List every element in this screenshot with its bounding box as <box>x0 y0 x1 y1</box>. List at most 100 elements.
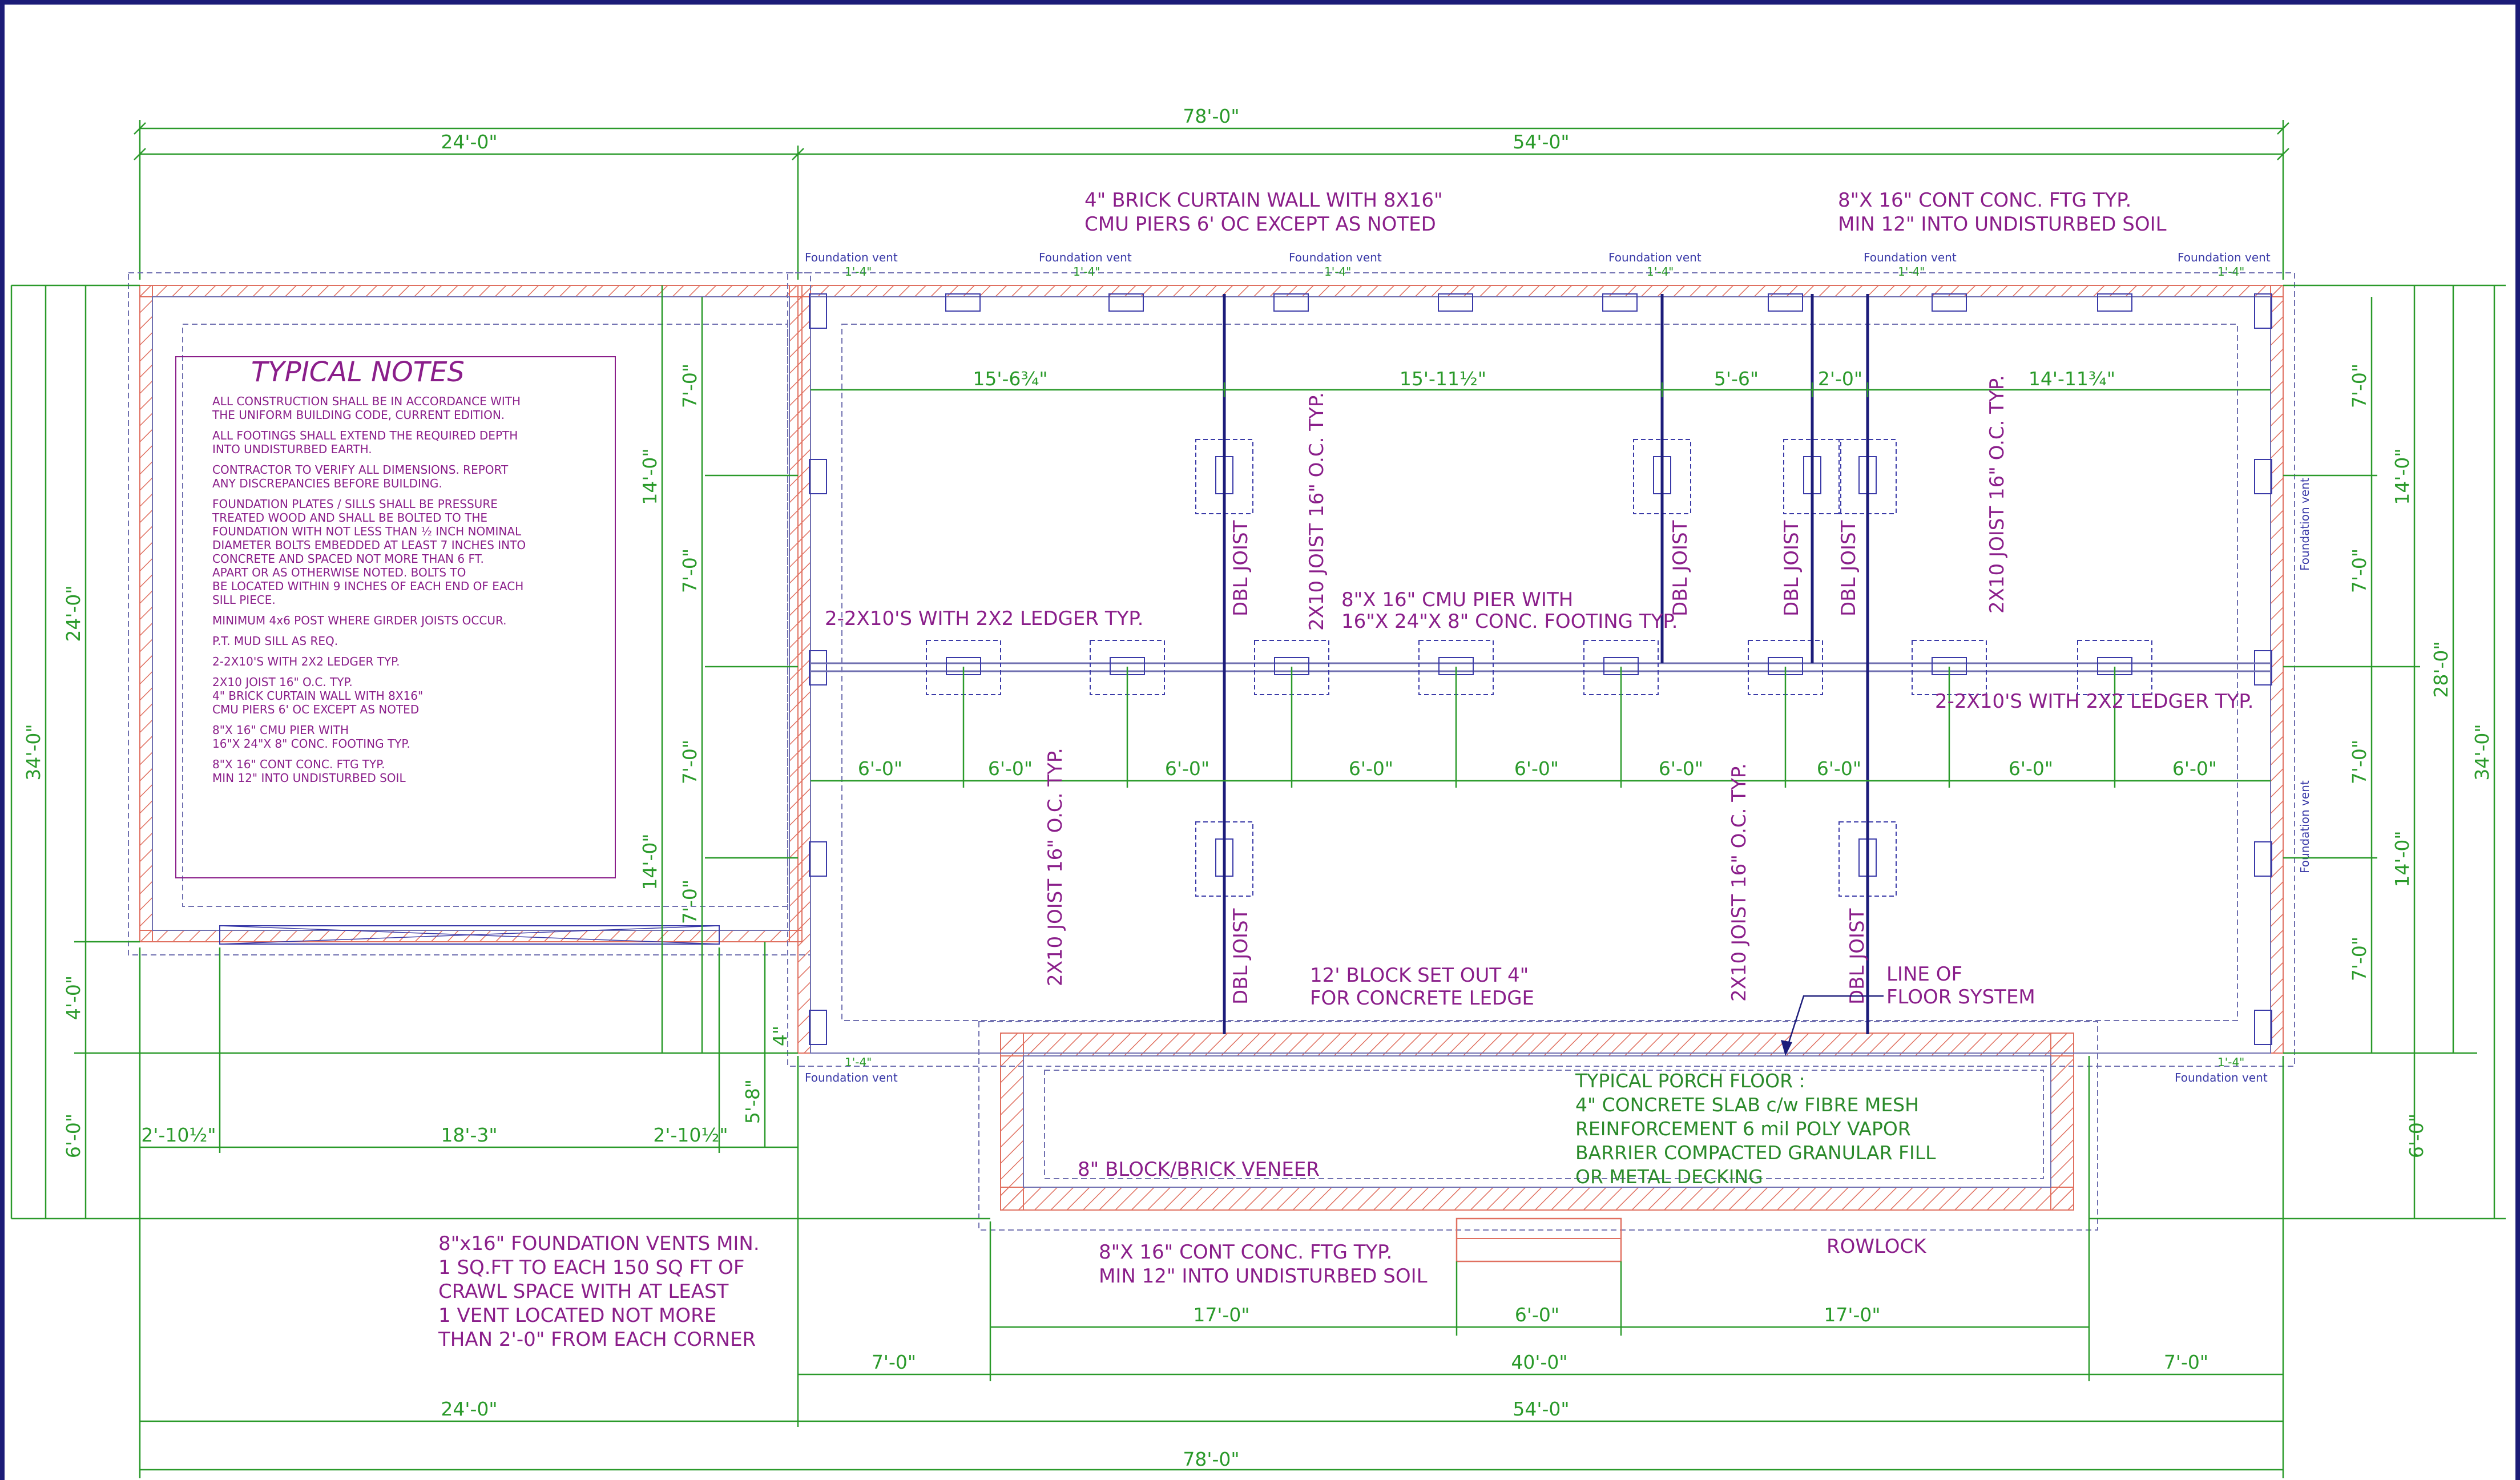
typical-notes-line: P.T. MUD SILL AS REQ. <box>212 634 338 648</box>
svg-text:Foundation vent: Foundation vent <box>1039 251 1132 264</box>
svg-text:2X10 JOIST 16" O.C. TYP.: 2X10 JOIST 16" O.C. TYP. <box>1728 763 1751 1002</box>
svg-text:OR METAL DECKING: OR METAL DECKING <box>1575 1166 1763 1188</box>
ledger-note-left: 2-2X10'S WITH 2X2 LEDGER TYP. <box>825 607 1143 630</box>
girder-piers <box>926 439 2152 897</box>
dim-left-inner-14a: 14'-0" <box>639 448 661 505</box>
dim-left-5-8: 5'-8" <box>741 1079 764 1124</box>
svg-text:Foundation vent: Foundation vent <box>2298 478 2312 571</box>
dim-left-7-2: 7'-0" <box>679 549 701 593</box>
svg-text:1'-4": 1'-4" <box>845 1055 872 1069</box>
dim-left-seg-a: 2'-10½" <box>141 1124 216 1146</box>
right-dimensions <box>2089 284 2506 1220</box>
dim-porch-offset-right: 7'-0" <box>2164 1351 2208 1373</box>
dim-left-seg-b: 18'-3" <box>441 1124 497 1146</box>
typical-notes-line: FOUNDATION PLATES / SILLS SHALL BE PRESS… <box>212 497 498 511</box>
typical-notes-line: INTO UNDISTURBED EARTH. <box>212 442 372 456</box>
footing-top-note-line2: MIN 12" INTO UNDISTURBED SOIL <box>1838 213 2167 236</box>
typical-notes-line: THE UNIFORM BUILDING CODE, CURRENT EDITI… <box>212 408 505 422</box>
svg-text:1'-4": 1'-4" <box>2217 265 2244 279</box>
dim-porch-seg-right: 17'-0" <box>1824 1304 1880 1326</box>
svg-text:DBL JOIST: DBL JOIST <box>1229 520 1252 616</box>
typical-notes-line: FOUNDATION WITH NOT LESS THAN ½ INCH NOM… <box>212 525 522 538</box>
svg-text:Foundation vent: Foundation vent <box>1864 251 1957 264</box>
typical-notes-line: 8"X 16" CMU PIER WITH <box>212 723 349 737</box>
svg-text:2X10 JOIST 16" O.C. TYP.: 2X10 JOIST 16" O.C. TYP. <box>1986 375 2009 614</box>
svg-text:6'-0": 6'-0" <box>1659 757 1703 780</box>
typical-notes-line: 2X10 JOIST 16" O.C. TYP. <box>212 675 353 689</box>
dim-right-28: 28'-0" <box>2430 641 2452 697</box>
typical-notes-line: ALL CONSTRUCTION SHALL BE IN ACCORDANCE … <box>212 394 521 408</box>
svg-text:1'-4": 1'-4" <box>1324 265 1351 279</box>
dbl-joist-labels: DBL JOIST DBL JOIST DBL JOIST DBL JOIST … <box>1229 520 1869 1005</box>
svg-text:DBL JOIST: DBL JOIST <box>1846 908 1869 1005</box>
typical-notes-line: ALL FOOTINGS SHALL EXTEND THE REQUIRED D… <box>212 429 518 442</box>
svg-text:1'-4": 1'-4" <box>2217 1055 2244 1069</box>
block-setout-line2: FOR CONCRETE LEDGE <box>1310 987 1534 1010</box>
typical-notes-line: TREATED WOOD AND SHALL BE BOLTED TO THE <box>212 511 487 525</box>
cmu-pier-note-line1: 8"X 16" CMU PIER WITH <box>1341 588 1573 611</box>
ledger-note-right: 2-2X10'S WITH 2X2 LEDGER TYP. <box>1935 690 2253 713</box>
joist-span-4: 2'-0" <box>1818 368 1862 390</box>
joist-span-1: 15'-6¾" <box>973 368 1047 390</box>
dim-top-left: 24'-0" <box>441 131 497 153</box>
svg-text:Foundation vent: Foundation vent <box>1289 251 1382 264</box>
typical-notes-line: MIN 12" INTO UNDISTURBED SOIL <box>212 771 406 785</box>
brick-wall-note-line1: 4" BRICK CURTAIN WALL WITH 8X16" <box>1084 189 1443 212</box>
svg-text:6'-0": 6'-0" <box>1514 757 1559 780</box>
svg-text:DBL JOIST: DBL JOIST <box>1780 520 1803 616</box>
svg-text:TYPICAL PORCH FLOOR :: TYPICAL PORCH FLOOR : <box>1575 1070 1805 1092</box>
typical-notes-line: 4" BRICK CURTAIN WALL WITH 8X16" <box>212 689 423 703</box>
svg-text:1'-4": 1'-4" <box>845 265 872 279</box>
joist-span-3: 5'-6" <box>1714 368 1759 390</box>
svg-text:6'-0": 6'-0" <box>1165 757 1209 780</box>
typical-notes-title: TYPICAL NOTES <box>251 356 465 388</box>
double-joists <box>1223 294 1869 1034</box>
svg-text:1 VENT LOCATED NOT MORE: 1 VENT LOCATED NOT MORE <box>438 1304 716 1327</box>
dim-left-6: 6'-0" <box>62 1114 84 1158</box>
svg-text:CRAWL SPACE WITH AT LEAST: CRAWL SPACE WITH AT LEAST <box>438 1280 729 1303</box>
vent-gap-dims: 1'-4" 1'-4" 1'-4" 1'-4" 1'-4" 1'-4" 1'-4… <box>845 265 2244 1069</box>
typical-notes-line: CMU PIERS 6' OC EXCEPT AS NOTED <box>212 703 419 716</box>
svg-text:Foundation vent: Foundation vent <box>805 251 898 264</box>
svg-text:6'-0": 6'-0" <box>2172 757 2217 780</box>
svg-text:1'-4": 1'-4" <box>1647 265 1674 279</box>
line-floor-leader <box>1784 995 1884 1054</box>
dim-overall-top: 78'-0" <box>1183 105 1239 127</box>
porch-step <box>1455 1217 1622 1263</box>
top-dimensions <box>134 120 2289 280</box>
svg-text:REINFORCEMENT 6 mil POLY VAPOR: REINFORCEMENT 6 mil POLY VAPOR <box>1575 1118 1911 1140</box>
svg-text:6'-0": 6'-0" <box>2009 757 2053 780</box>
svg-text:8"x16" FOUNDATION VENTS MIN.: 8"x16" FOUNDATION VENTS MIN. <box>438 1232 760 1255</box>
svg-text:1'-4": 1'-4" <box>1073 265 1100 279</box>
dim-left-seg-c: 2'-10½" <box>653 1124 728 1146</box>
svg-text:1 SQ.FT TO EACH 150 SQ FT OF: 1 SQ.FT TO EACH 150 SQ FT OF <box>438 1256 744 1279</box>
svg-text:DBL JOIST: DBL JOIST <box>1229 908 1252 1005</box>
left-vent-opening <box>219 925 720 945</box>
dim-left-inner-14b: 14'-0" <box>639 833 661 890</box>
dim-overall-bottom: 78'-0" <box>1183 1448 1239 1470</box>
rowlock-note: ROWLOCK <box>1827 1235 1927 1258</box>
typical-notes-line: ANY DISCREPANCIES BEFORE BUILDING. <box>212 477 442 490</box>
dim-right-6: 6'-0" <box>2405 1114 2428 1158</box>
dim-right-7-2: 7'-0" <box>2348 549 2370 593</box>
dim-bottom-right: 54'-0" <box>1513 1398 1569 1420</box>
svg-text:THAN 2'-0" FROM EACH CORNER: THAN 2'-0" FROM EACH CORNER <box>438 1328 756 1351</box>
footing-bottom-line2: MIN 12" INTO UNDISTURBED SOIL <box>1099 1265 1428 1288</box>
dim-porch-seg-left: 17'-0" <box>1193 1304 1249 1326</box>
dim-left-7-1: 7'-0" <box>679 364 701 408</box>
typical-notes-line: 2-2X10'S WITH 2X2 LEDGER TYP. <box>212 655 400 668</box>
typical-notes-line: 16"X 24"X 8" CONC. FOOTING TYP. <box>212 737 410 751</box>
wall-piers <box>809 293 2272 1045</box>
dim-right-14b: 14'-0" <box>2391 830 2413 887</box>
dim-left-7-4: 7'-0" <box>679 880 701 924</box>
foundation-vents-note: 8"x16" FOUNDATION VENTS MIN. 1 SQ.FT TO … <box>438 1232 760 1351</box>
svg-text:4" CONCRETE SLAB c/w FIBRE MES: 4" CONCRETE SLAB c/w FIBRE MESH <box>1575 1094 1919 1116</box>
footing-outlines <box>128 272 2295 1231</box>
svg-text:Foundation vent: Foundation vent <box>2178 251 2271 264</box>
typical-notes-line: SILL PIECE. <box>212 593 276 607</box>
dim-left-7-3: 7'-0" <box>679 740 701 784</box>
brick-wall-note-line2: CMU PIERS 6' OC EXCEPT AS NOTED <box>1084 213 1436 236</box>
porch-floor-note: TYPICAL PORCH FLOOR : 4" CONCRETE SLAB c… <box>1575 1070 1936 1188</box>
left-dimensions <box>11 284 990 1220</box>
veneer-note: 8" BLOCK/BRICK VENEER <box>1078 1158 1320 1181</box>
